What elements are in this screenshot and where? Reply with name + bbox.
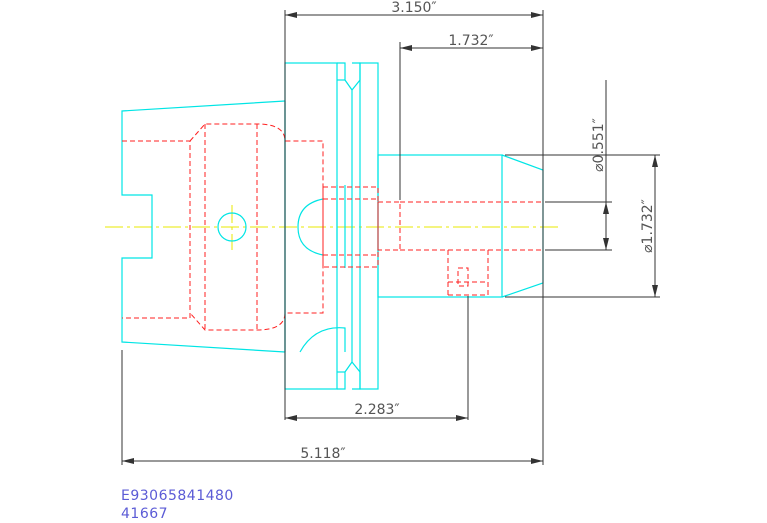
part-number: E93065841480 <box>121 488 234 504</box>
dim-shank-length: 1.732″ <box>448 33 493 49</box>
dim-flange-to-screw: 2.283″ <box>354 402 399 418</box>
dim-overall-length: 5.118″ <box>300 446 345 462</box>
dim-overall-flange-to-tip: 3.150″ <box>391 0 436 16</box>
dimension-lines <box>121 10 660 465</box>
hidden-features <box>122 123 543 331</box>
dim-shank-diameter: ⌀1.732″ <box>640 199 656 253</box>
item-code: 41667 <box>121 506 169 522</box>
part-outline <box>121 62 544 390</box>
dimension-arrows <box>122 12 658 464</box>
dim-bore-diameter: ⌀0.551″ <box>591 118 607 172</box>
centerline <box>105 205 560 250</box>
